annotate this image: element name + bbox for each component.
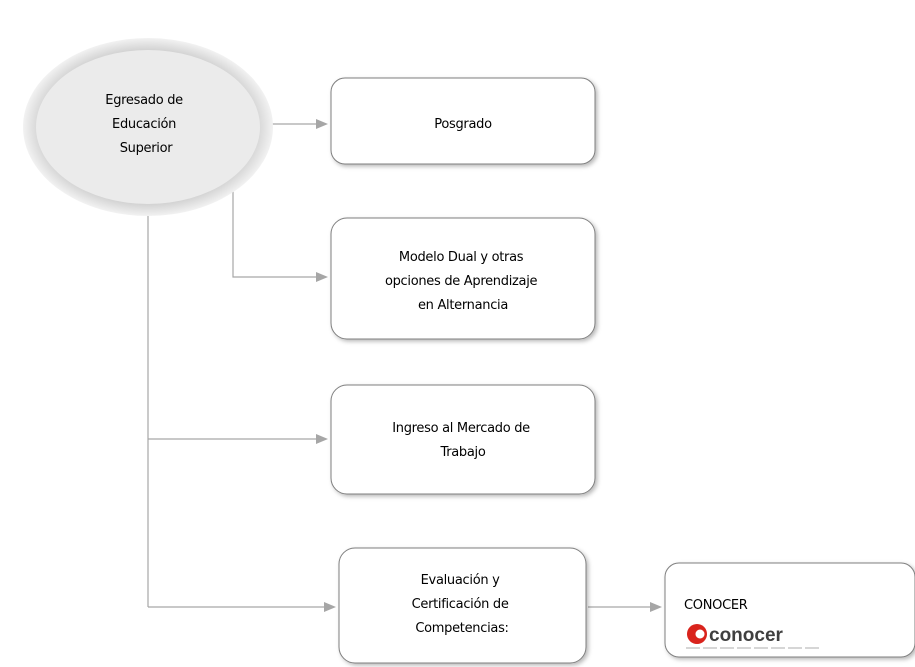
- conocer-node: CONOCER conocer: [664, 562, 915, 658]
- conocer-box: [664, 562, 915, 658]
- modelo-dual-box: [330, 217, 596, 340]
- arrow-posgrado: [316, 119, 328, 129]
- connectors: [147, 119, 662, 612]
- modelo-dual-label-line: opciones de Aprendizaje: [385, 274, 538, 289]
- conocer-logo-word: conocer: [709, 625, 784, 646]
- evaluacion-label-line: Competencias:: [415, 621, 508, 636]
- posgrado-node: Posgrado: [330, 77, 596, 165]
- modelo-dual-label-line: Modelo Dual y otras: [399, 250, 524, 265]
- posgrado-box: [330, 77, 596, 165]
- arrow-conocer: [650, 602, 662, 612]
- origin-node: Egresado de Educación Superior: [23, 38, 273, 216]
- evaluacion-label: Evaluación y Certificación de Competenci…: [412, 573, 513, 636]
- origin-label: Egresado de Educación Superior: [105, 93, 186, 156]
- origin-label-line: Educación: [112, 117, 176, 132]
- evaluacion-label-line: Certificación de: [412, 597, 509, 612]
- origin-label-line: Egresado de: [105, 93, 183, 108]
- ingreso-node: Ingreso al Mercado de Trabajo: [330, 384, 596, 495]
- arrow-evaluacion: [324, 602, 336, 612]
- ingreso-box: [330, 384, 596, 495]
- conocer-logo: conocer: [686, 624, 820, 649]
- ingreso-label-line: Ingreso al Mercado de: [392, 421, 530, 436]
- posgrado-label: Posgrado: [434, 117, 492, 132]
- origin-label-line: Superior: [120, 141, 174, 156]
- ingreso-label: Ingreso al Mercado de Trabajo: [392, 421, 533, 460]
- arrow-modelo-dual: [316, 272, 328, 282]
- evaluacion-box: [338, 547, 587, 664]
- arrow-ingreso: [316, 434, 328, 444]
- connector-origin-modelo-dual: [232, 190, 318, 278]
- conocer-label: CONOCER: [684, 598, 748, 613]
- evaluacion-node: Evaluación y Certificación de Competenci…: [338, 547, 587, 664]
- evaluacion-label-line: Evaluación y: [421, 573, 500, 588]
- origin-oval: [36, 50, 260, 204]
- modelo-dual-label-line: en Alternancia: [418, 298, 508, 313]
- ingreso-label-line: Trabajo: [439, 445, 485, 460]
- posgrado-label-line: Posgrado: [434, 117, 492, 132]
- modelo-dual-node: Modelo Dual y otras opciones de Aprendiz…: [330, 217, 596, 340]
- modelo-dual-label: Modelo Dual y otras opciones de Aprendiz…: [385, 250, 541, 313]
- conocer-logo-mark-inner: [695, 629, 705, 639]
